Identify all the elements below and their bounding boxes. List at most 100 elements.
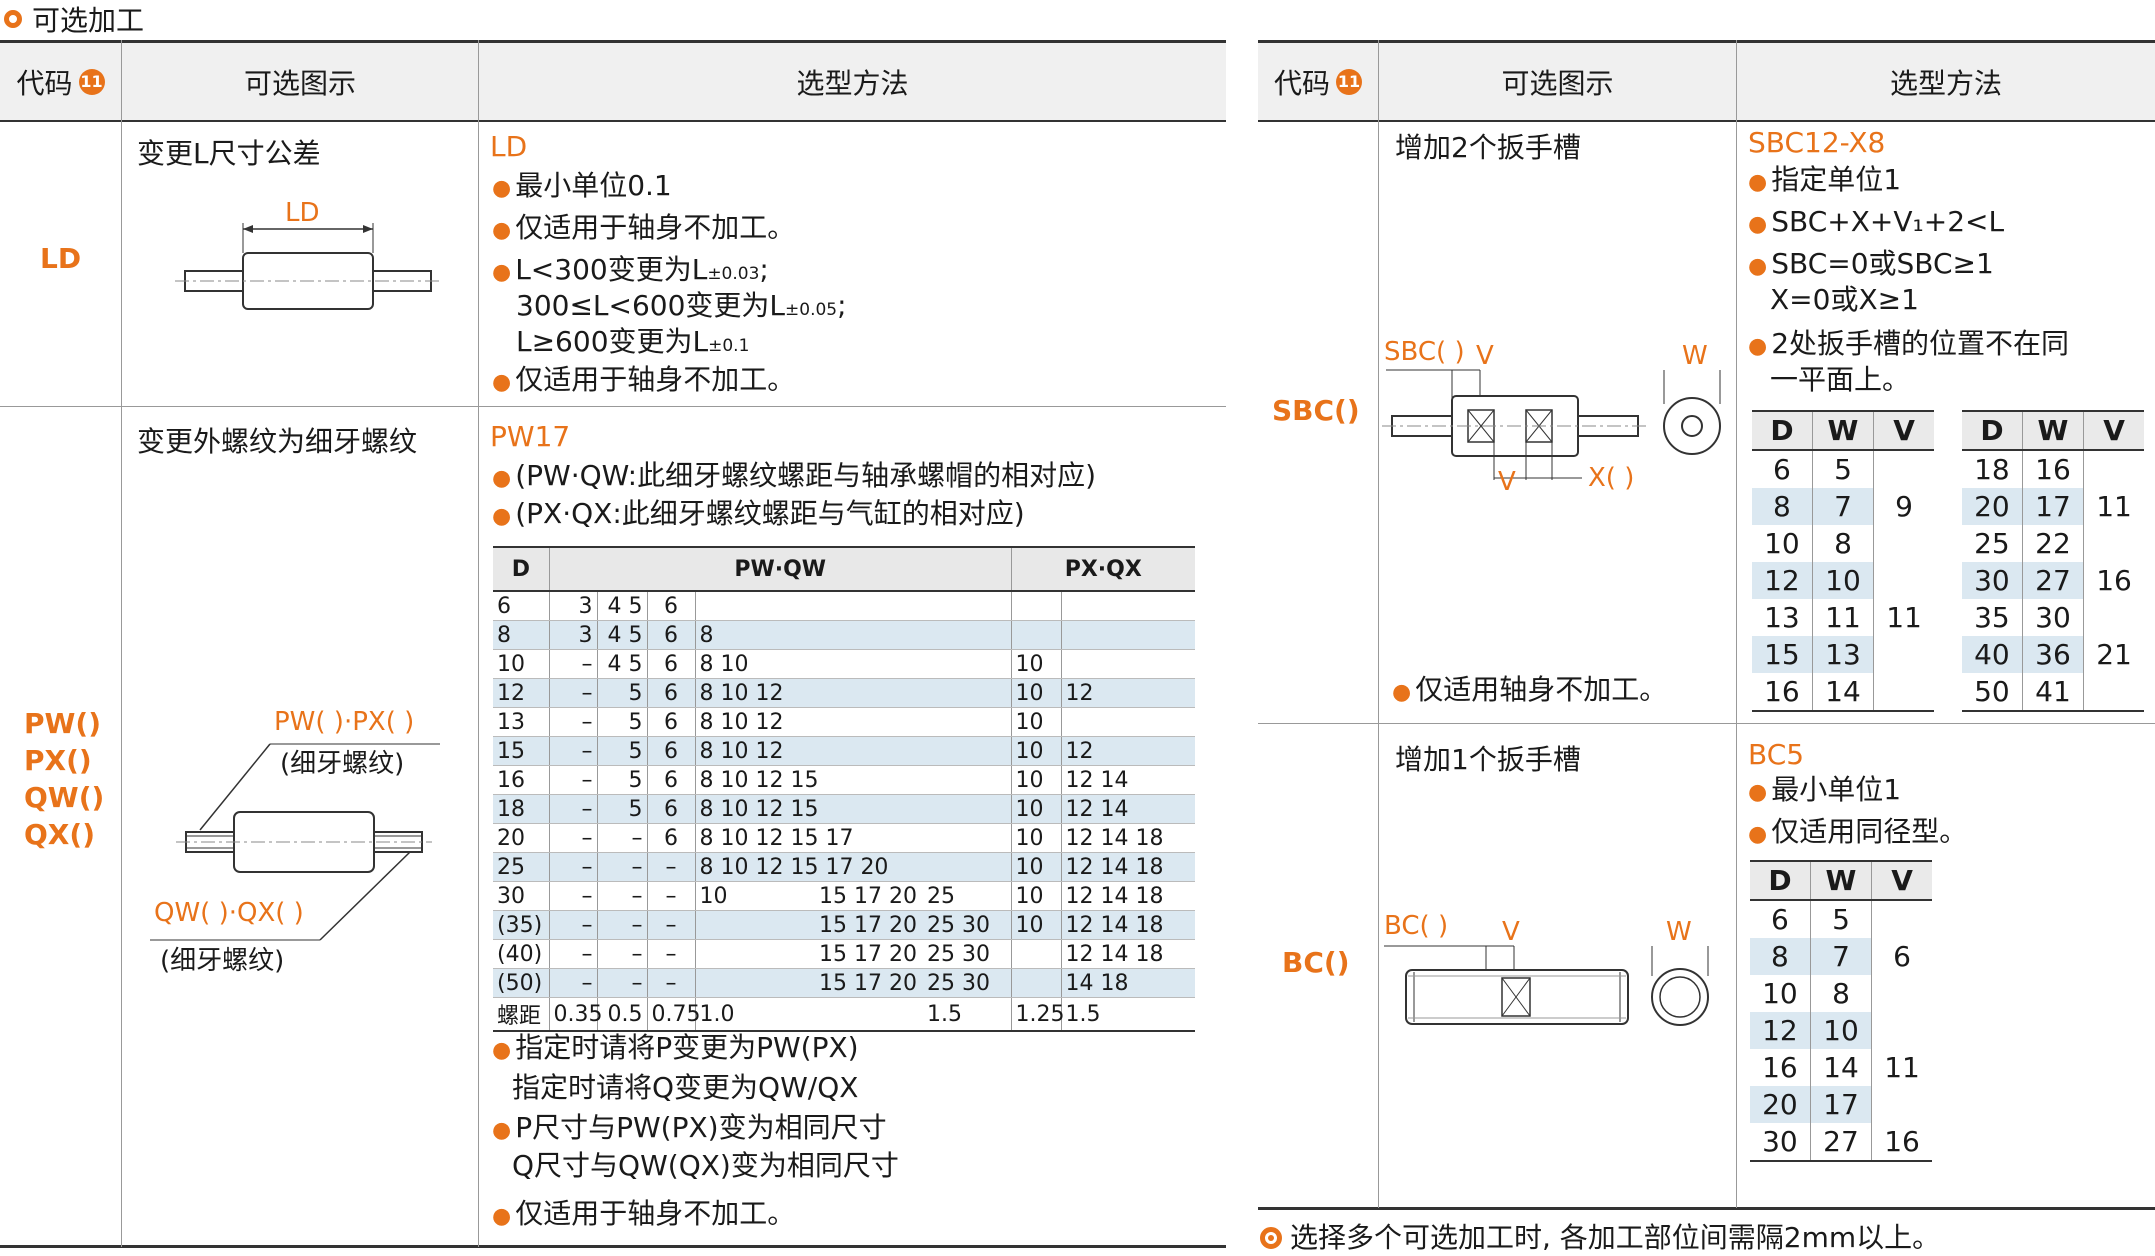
pitch-cell: –: [597, 910, 648, 940]
pw-shaft-figure: PW( )·PX( ) (细牙螺纹): [150, 707, 440, 941]
pitch-cell: [923, 649, 1012, 679]
pitch-cell: 5: [597, 736, 648, 766]
mini-cell: 36: [2022, 636, 2085, 673]
pitch-cell: 8 10 12 15 17 20: [695, 852, 888, 882]
pitch-cell: 8 10 12: [695, 678, 815, 708]
pw-note-1: ●指定时请将P变更为PW(PX): [492, 1031, 859, 1064]
pitch-cell: [923, 765, 1012, 795]
pitch-cell: 0.5: [597, 997, 648, 1032]
sbc-fig-sbc: SBC( ): [1384, 337, 1465, 367]
pitch-cell: –: [549, 794, 598, 824]
mini-cell: [1872, 1012, 1932, 1049]
pitch-cell: [923, 620, 1012, 650]
pitch-cell: 螺距: [493, 997, 550, 1032]
left-table-header: [0, 40, 1226, 120]
ld-bullet-2: ●仅适用于轴身不加工。: [492, 211, 796, 244]
pitch-cell: 12 14 18: [1061, 881, 1195, 911]
bc-fig-v: V: [1502, 917, 1520, 947]
mini-cell: 14: [1810, 1049, 1873, 1086]
mini-cell: 11: [1884, 1051, 1920, 1084]
pitch-cell: 6: [647, 765, 696, 795]
pitch-cell: 10: [1011, 736, 1062, 766]
pitch-cell: 4 5: [597, 592, 648, 621]
pitch-cell: 8 10 12 15: [695, 794, 818, 824]
mini-cell: 8: [1810, 975, 1873, 1012]
mini-cell: 8: [1812, 525, 1875, 562]
pitch-cell: –: [549, 968, 598, 998]
mini-cell: 6: [1750, 900, 1811, 938]
mini-cell: 50: [1962, 673, 2023, 711]
bc-figure-title: 增加1个扳手槽: [1395, 743, 1581, 776]
mini-cell: [1874, 673, 1934, 711]
pw-label-top-sub: (细牙螺纹): [280, 749, 404, 779]
sbc-fig-x: X( ): [1588, 463, 1634, 493]
right-badge-11: 11: [1336, 68, 1362, 95]
pitch-cell: 10: [1011, 649, 1062, 679]
code-sbc: SBC(): [1272, 394, 1360, 427]
sbc-bullet-4: ●2处扳手槽的位置不在同: [1748, 327, 2070, 360]
pitch-head-pwqw: PW·QW: [550, 548, 1012, 590]
mini-cell: [1872, 1086, 1932, 1123]
mini-cell: [2084, 673, 2144, 711]
pitch-cell: 15 17 20: [815, 968, 923, 998]
mini-cell: [1874, 562, 1934, 599]
pitch-cell: 12 14 18: [1061, 823, 1195, 853]
pw-note-1b: 指定时请将Q变更为QW/QX: [512, 1071, 859, 1104]
mini-cell: [1874, 636, 1934, 673]
mini-head-cell: V: [1871, 861, 1932, 901]
pitch-cell: –: [647, 968, 696, 998]
pitch-cell: 12 14 18: [1061, 910, 1195, 940]
pitch-cell: –: [549, 910, 598, 940]
pitch-cell: 6: [647, 649, 696, 679]
pitch-cell: [695, 968, 815, 998]
mini-cell: 17: [1810, 1086, 1873, 1123]
pitch-cell: 10: [1011, 910, 1062, 940]
sbc-bullet-3: ●SBC=0或SBC≥1: [1748, 247, 1994, 280]
pitch-cell: [815, 852, 923, 882]
mini-head-cell: D: [1750, 861, 1811, 901]
pitch-cell: [815, 997, 923, 1032]
mini-cell: 14: [1812, 673, 1875, 711]
mini-cell: 7: [1812, 488, 1875, 525]
ld-bullet-4: ●仅适用于轴身不加工。: [492, 363, 796, 396]
pitch-cell: [815, 736, 923, 766]
pitch-cell: –: [549, 881, 598, 911]
pitch-cell: 18: [493, 794, 550, 824]
pitch-cell: 14 18: [1061, 968, 1195, 998]
ld-bullet-3-line-2: 300≤L<600变更为L±0.05;: [516, 289, 847, 322]
pitch-cell: 15 17 20: [815, 881, 923, 911]
mini-cell: 5: [1810, 900, 1873, 938]
pitch-cell: 25: [923, 881, 1012, 911]
mini-cell: 7: [1810, 938, 1873, 975]
mini-head-cell: W: [1810, 861, 1873, 901]
pitch-cell: –: [549, 678, 598, 708]
pitch-cell: 6: [647, 794, 696, 824]
pitch-cell: 5: [597, 765, 648, 795]
pitch-cell: 3: [549, 592, 598, 621]
mini-head-cell: W: [2022, 411, 2085, 451]
bc-bullet-2: ●仅适用同径型。: [1748, 815, 1968, 848]
pitch-cell: 10: [493, 649, 550, 679]
mini-cell: [1872, 975, 1932, 1012]
ld-shaft-figure: LD: [175, 198, 441, 310]
pitch-cell: 6: [647, 592, 696, 621]
pitch-cell: –: [549, 765, 598, 795]
pitch-cell: 1.5: [1061, 997, 1195, 1032]
pitch-cell: [815, 823, 923, 853]
pitch-cell: 10: [1011, 707, 1062, 737]
mini-cell: 12: [1752, 562, 1813, 599]
mini-cell: 30: [2022, 599, 2085, 636]
pitch-cell: [815, 678, 923, 708]
target-icon: [1260, 1227, 1282, 1249]
pitch-cell: 5: [597, 707, 648, 737]
mini-cell: 25: [1962, 525, 2023, 562]
pitch-cell: –: [647, 881, 696, 911]
